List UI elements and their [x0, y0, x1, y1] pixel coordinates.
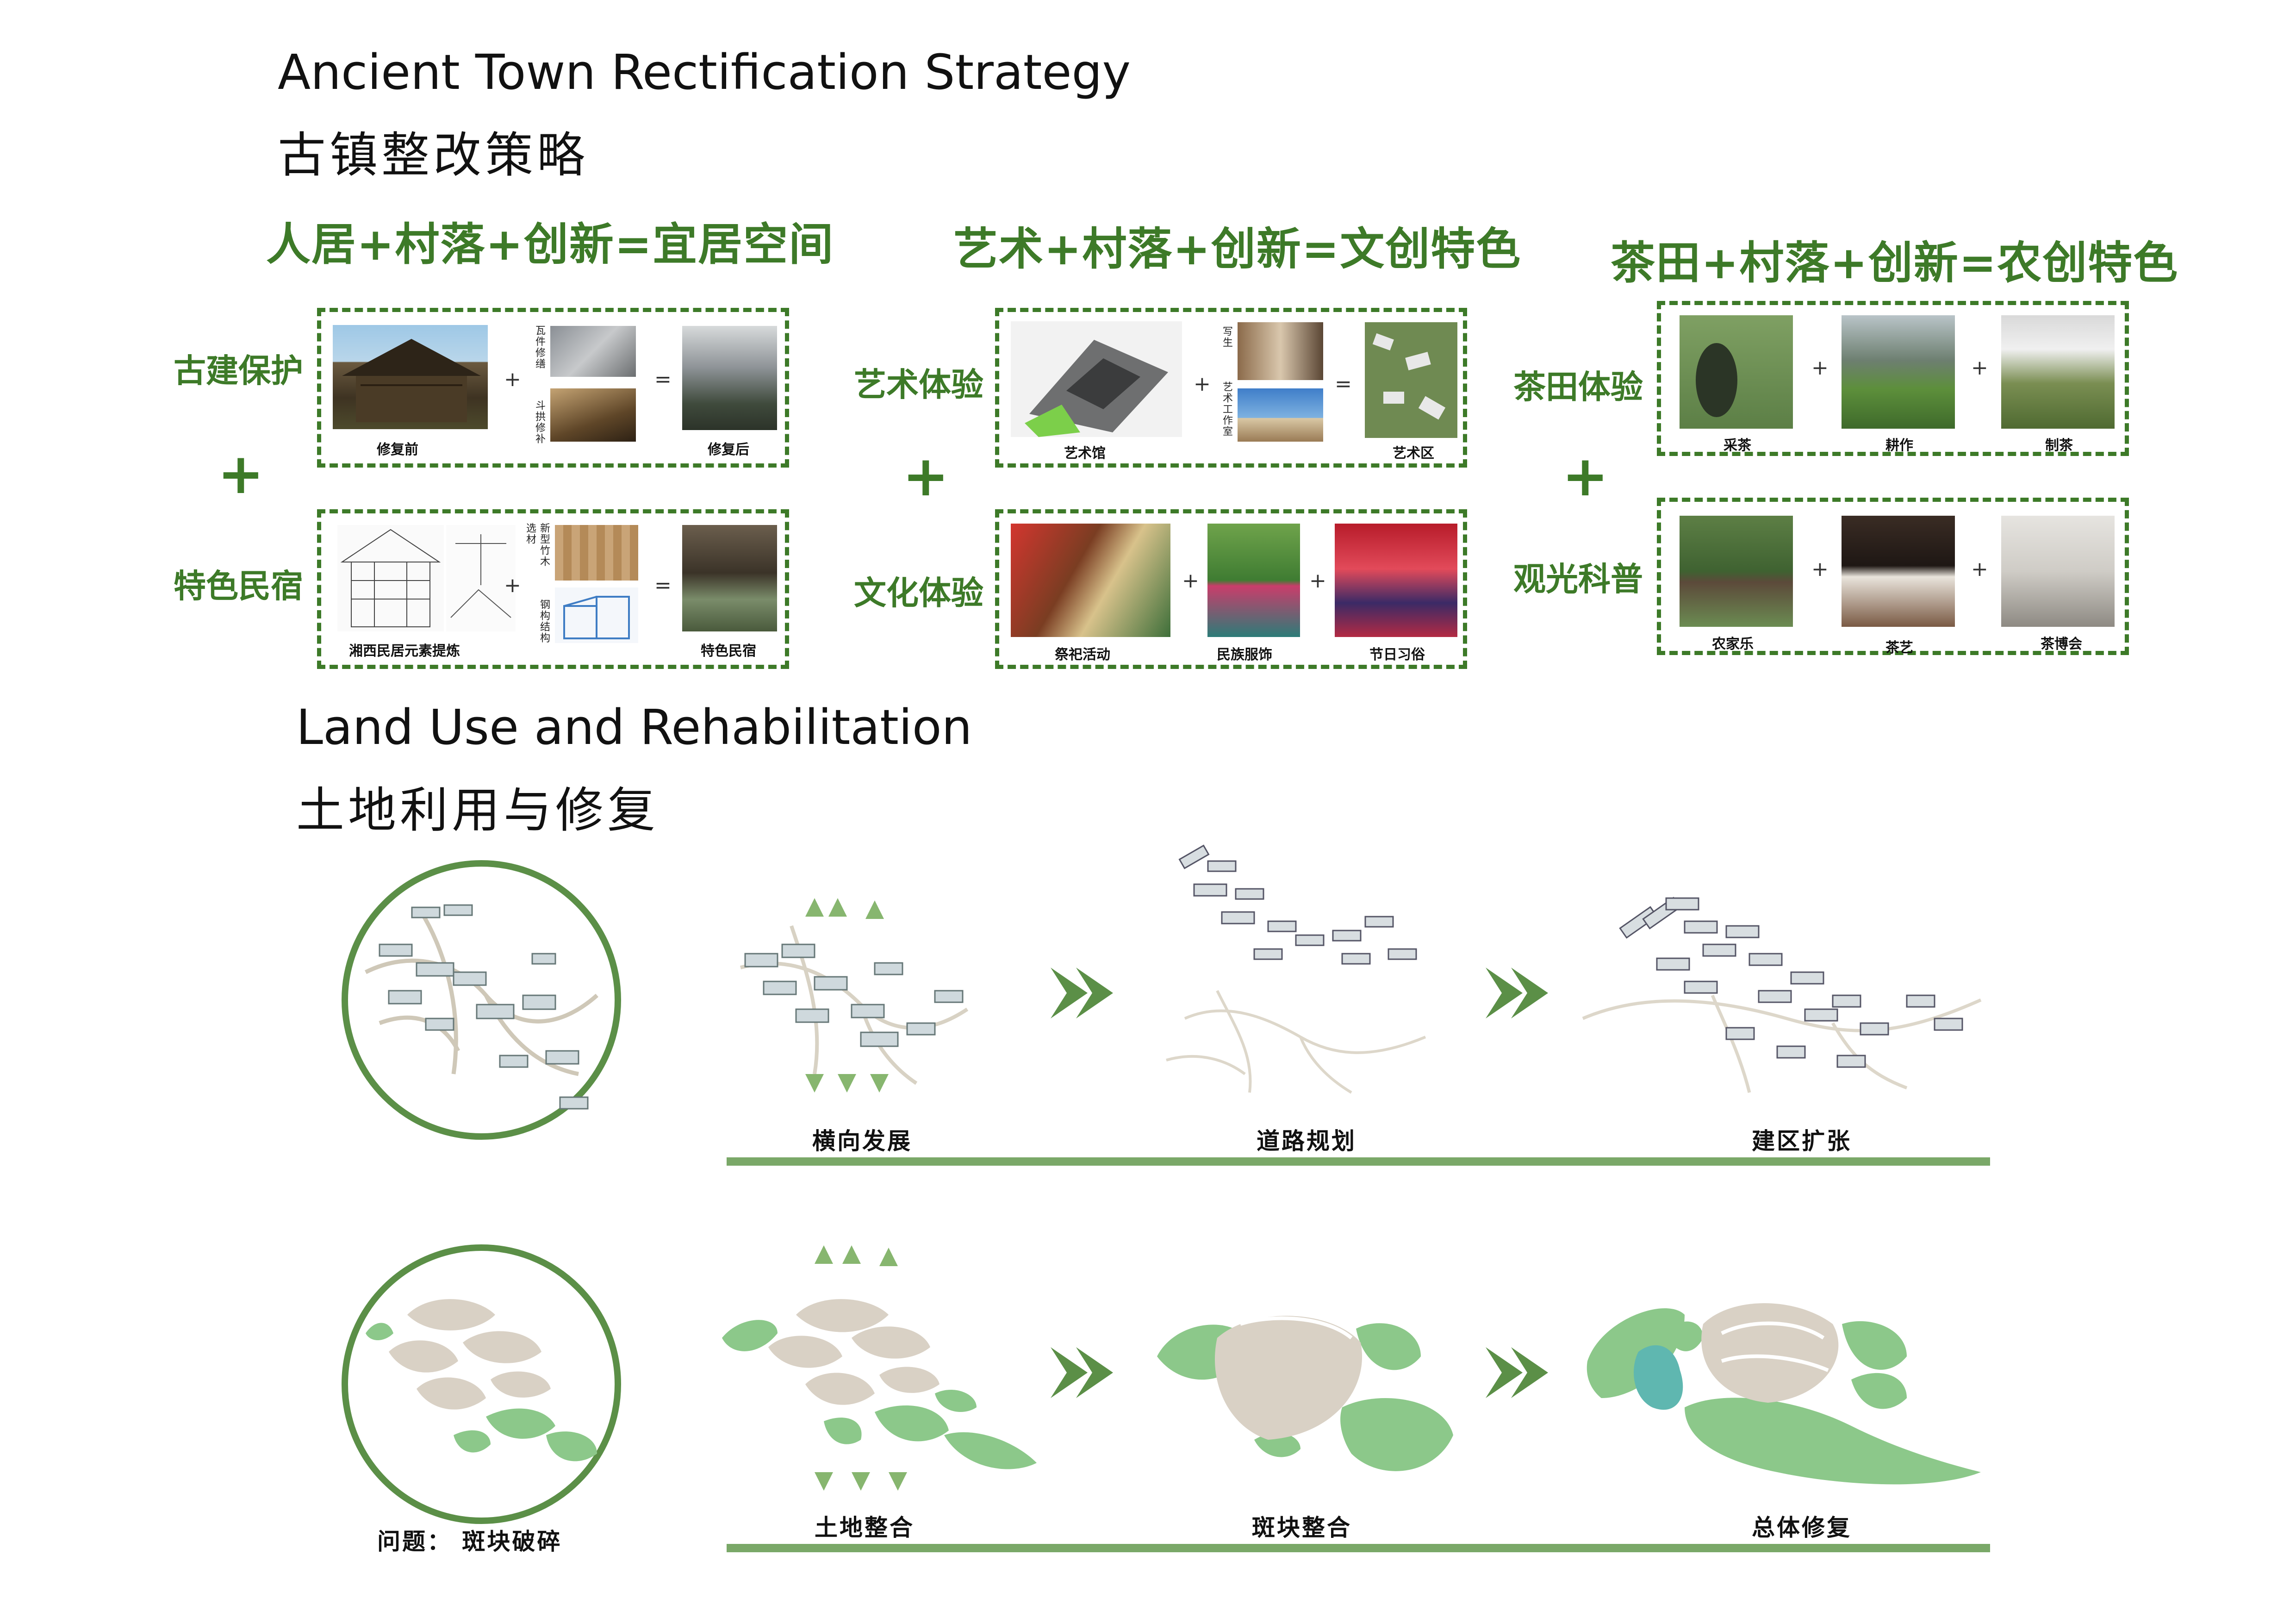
photo-tea-picking: [1680, 315, 1793, 429]
photo-sketching: [1238, 322, 1323, 380]
page-title-en: Ancient Town Rectification Strategy: [278, 44, 1131, 100]
panel-art: 艺术馆 + 写生 艺术工作室 = 艺术区: [995, 308, 1467, 468]
arrow-icon: [1051, 1347, 1113, 1398]
caption-farming: 耕作: [1885, 437, 1913, 454]
diagram-road-planning: [1166, 844, 1426, 1094]
caption-before: 修复前: [377, 442, 418, 458]
equals-op: =: [654, 368, 672, 391]
note-bamboo: 新型竹木: [538, 523, 550, 567]
panel-culture: 祭祀活动 + 民族服饰 + 节日习俗: [995, 509, 1467, 669]
sketch-structure: [446, 525, 516, 631]
row-label-heritage: 古建保护: [174, 352, 303, 390]
plus-op: +: [1309, 569, 1326, 593]
caption-homestay: 特色民宿: [701, 643, 756, 659]
photo-tile-repair: [550, 326, 636, 377]
photo-homestay: [682, 525, 777, 631]
diagram-land-integration: [722, 1245, 1037, 1491]
photo-before-restoration: [333, 325, 488, 429]
section-title-en: Land Use and Rehabilitation: [296, 699, 972, 756]
caption-xiangxi: 湘西民居元素提炼: [349, 643, 460, 659]
caption-art-district: 艺术区: [1393, 445, 1434, 462]
photo-tea-expo: [2001, 516, 2115, 627]
page-title-cn: 古镇整改策略: [278, 127, 589, 183]
note-tile-repair: 瓦件修缮: [534, 325, 545, 369]
big-plus-2: +: [902, 444, 949, 509]
equals-op: =: [1335, 372, 1352, 396]
divider-rule-2: [727, 1544, 1990, 1552]
arrow-icon: [1486, 1347, 1548, 1398]
diagram-patch-integration: [1157, 1316, 1453, 1471]
diagram-overall-restoration: [1587, 1303, 1981, 1485]
plus-op: +: [504, 368, 521, 391]
equation-art: 艺术+村落+创新=文创特色: [953, 223, 1522, 275]
photo-tea-making: [2001, 315, 2115, 429]
plus-op: +: [1971, 557, 1988, 581]
diagram-steel-frame: [555, 587, 638, 643]
caption-ritual: 祭祀活动: [1055, 647, 1110, 663]
plus-op: +: [1182, 569, 1199, 593]
photo-bamboo-material: [555, 525, 638, 581]
big-plus-3: +: [1562, 444, 1609, 509]
row-label-sightseeing: 观光科普: [1513, 560, 1643, 598]
photo-bracket-repair: [550, 388, 636, 442]
equals-op: =: [654, 574, 672, 597]
caption-art-museum: 艺术馆: [1064, 445, 1106, 462]
plus-op: +: [504, 574, 521, 597]
photo-festival: [1335, 524, 1457, 637]
photo-farm-stay: [1680, 516, 1793, 627]
divider-rule-1: [727, 1157, 1990, 1166]
note-art-studio: 艺术工作室: [1221, 381, 1232, 437]
caption-farm-stay: 农家乐: [1712, 636, 1754, 652]
diagram-village-circle: [342, 860, 621, 1140]
photo-tea-art: [1842, 516, 1955, 627]
photo-art-studio: [1238, 388, 1323, 442]
note-steel: 钢构结构: [538, 599, 550, 643]
panel-sightseeing: 农家乐 + 茶艺 + 茶博会: [1657, 498, 2129, 656]
equation-tea: 茶田+村落+创新=农创特色: [1611, 237, 2179, 289]
panel-homestay: 湘西民居元素提炼 + 选材 新型竹木 钢构结构 = 特色民宿: [317, 509, 789, 669]
render-art-museum: [1011, 321, 1182, 437]
note-material: 选材: [524, 523, 536, 545]
arrow-icon: [1486, 968, 1548, 1018]
plus-op: +: [1811, 356, 1829, 380]
photo-after-restoration: [682, 326, 777, 430]
arrow-icon: [1051, 968, 1113, 1018]
caption-costume: 民族服饰: [1217, 647, 1272, 663]
photo-ethnic-costume: [1207, 524, 1300, 637]
equation-living: 人居+村落+创新=宜居空间: [266, 219, 834, 270]
caption-tea-art: 茶艺: [1885, 640, 1913, 656]
step-label-expansion: 建区扩张: [1752, 1128, 1852, 1155]
step-label-roads: 道路规划: [1257, 1128, 1356, 1155]
diagram-district-expansion: [1582, 897, 1982, 1093]
photo-ritual: [1011, 524, 1170, 637]
diagram-fragmented-patches: [342, 1244, 621, 1524]
big-plus-1: +: [218, 442, 264, 506]
row-label-tea-field: 茶田体验: [1513, 368, 1643, 406]
panel-tea-field: 采茶 + 耕作 + 制茶: [1657, 301, 2129, 456]
plus-op: +: [1194, 372, 1211, 396]
step-label-patch-integration: 斑块整合: [1252, 1514, 1352, 1541]
aerial-art-district: [1365, 322, 1457, 438]
row-label-art: 艺术体验: [854, 366, 983, 404]
row-label-homestay: 特色民宿: [174, 567, 303, 605]
step-label-overall-restoration: 总体修复: [1752, 1514, 1852, 1541]
diagram-lateral-development: [740, 898, 969, 1093]
plus-op: +: [1971, 356, 1988, 380]
step-label-land-integration: 土地整合: [815, 1514, 915, 1541]
caption-after: 修复后: [708, 442, 749, 458]
row-label-culture: 文化体验: [854, 574, 983, 612]
section-title-cn: 土地利用与修复: [296, 782, 660, 838]
problem-label: 问题： 斑块破碎: [377, 1528, 562, 1555]
caption-tea-making: 制茶: [2045, 437, 2073, 454]
caption-tea-picking: 采茶: [1724, 437, 1751, 454]
note-sketching: 写生: [1221, 326, 1232, 348]
note-bracket-repair: 斗拱修补: [534, 400, 545, 444]
panel-heritage: 修复前 + 瓦件修缮 斗拱修补 = 修复后: [317, 308, 789, 468]
caption-festival: 节日习俗: [1369, 647, 1425, 663]
caption-tea-expo: 茶博会: [2041, 636, 2082, 652]
sketch-xiangxi-elements: [337, 525, 444, 631]
plus-op: +: [1811, 557, 1829, 581]
step-label-lateral: 横向发展: [812, 1128, 912, 1155]
photo-farming: [1842, 315, 1955, 429]
